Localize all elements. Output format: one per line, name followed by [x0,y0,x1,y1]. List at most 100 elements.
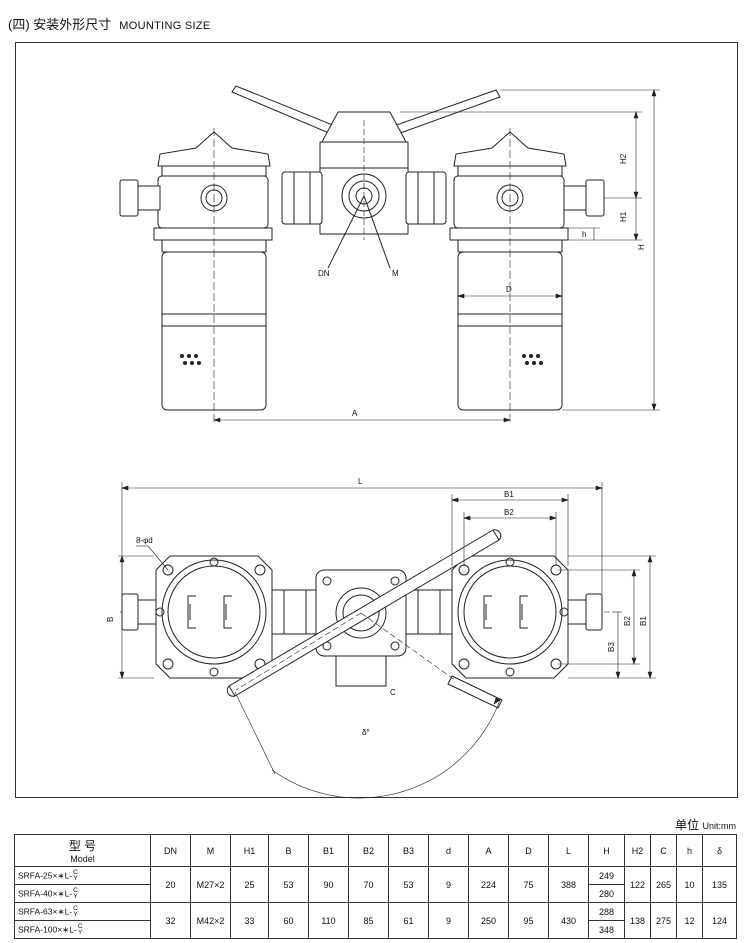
label-dn: DN [318,269,330,278]
col-header: D [508,834,549,867]
label-c: C [390,688,396,697]
label-b1-top: B1 [504,490,514,499]
cell-b: 60 [268,902,309,939]
cell-h1: 25 [230,866,269,903]
label-a: A [352,409,358,418]
cell-m: M42×2 [190,902,231,939]
right-filter [449,128,605,425]
dimension-labels: DN M A D H H2 H1 h L B1 B2 8-φd B B1 B2 … [106,153,648,737]
cell-b3: 53 [388,866,429,903]
page-title: (四) 安装外形尺寸 MOUNTING SIZE [8,14,211,33]
col-header: L [548,834,589,867]
cell-m: M27×2 [190,866,231,903]
label-h2: H2 [619,153,628,164]
label-h: H [637,244,646,250]
front-dimensions [213,89,660,423]
cell-d: 9 [428,866,469,903]
handle [231,85,501,143]
cell-d: 9 [428,902,469,939]
cell-dd: 75 [508,866,549,903]
mounting-drawing: DN M A D H H2 H1 h L B1 B2 8-φd B B1 B2 … [106,85,660,799]
col-header: H1 [230,834,269,867]
col-header: DN [150,834,191,867]
cell-b3: 61 [388,902,429,939]
cell-b1: 90 [308,866,349,903]
label-bolt: 8-φd [136,536,153,545]
label-d: D [506,285,512,294]
label-delta: δ° [362,728,370,737]
cell-delta: 135 [702,866,737,903]
heading-cn: (四) 安装外形尺寸 [8,17,112,32]
col-header: H2 [624,834,651,867]
cell-l: 388 [548,866,589,903]
cell-b2: 85 [348,902,389,939]
right-flange-top [405,555,603,679]
cell-dd: 95 [508,902,549,939]
cell-c: 265 [650,866,677,903]
unit-label: 单位 Unit:mm [675,816,736,833]
cell-h-small: 12 [676,902,703,939]
label-b1-side: B1 [639,616,648,626]
unit-cn: 单位 [675,818,700,832]
model-header-cn: 型 号 [68,839,97,853]
col-header: B2 [348,834,389,867]
col-header: M [190,834,231,867]
top-dimensions [118,482,656,799]
label-b2-side: B2 [623,616,632,626]
label-b2-top: B2 [504,508,514,517]
drawing-frame [15,42,738,798]
unit-en: Unit:mm [702,821,737,831]
label-b3-side: B3 [607,642,616,652]
front-view [119,85,660,425]
cell-h-value: 288 [588,902,625,921]
cell-delta: 124 [702,902,737,939]
cell-dn: 20 [150,866,191,903]
cell-h-value: 348 [588,920,625,939]
label-l: L [358,477,363,486]
cell-h-value: 280 [588,884,625,903]
cell-c: 275 [650,902,677,939]
cell-h2: 138 [624,902,651,939]
left-filter [119,128,273,425]
top-view [118,482,656,799]
model-header-en: Model [70,854,95,864]
cell-b1: 110 [308,902,349,939]
cell-a: 224 [468,866,509,903]
col-header: d [428,834,469,867]
col-header: B3 [388,834,429,867]
handle-top [226,529,503,709]
cell-b: 53 [268,866,309,903]
label-b: B [106,617,115,622]
cell-h-value: 249 [588,866,625,885]
cell-h1: 33 [230,902,269,939]
label-h-small: h [582,230,586,239]
col-header: C [650,834,677,867]
left-flange-top [121,555,319,679]
label-h1: H1 [619,211,628,222]
col-header: B1 [308,834,349,867]
cell-h2: 122 [624,866,651,903]
cell-h-small: 10 [676,866,703,903]
cell-a: 250 [468,902,509,939]
col-header: A [468,834,509,867]
cell-dn: 32 [150,902,191,939]
col-header: H [588,834,625,867]
col-header: B [268,834,309,867]
col-header: h [676,834,703,867]
heading-en: MOUNTING SIZE [119,20,211,32]
cell-b2: 70 [348,866,389,903]
col-header: δ [702,834,737,867]
label-m: M [392,269,399,278]
cell-l: 430 [548,902,589,939]
